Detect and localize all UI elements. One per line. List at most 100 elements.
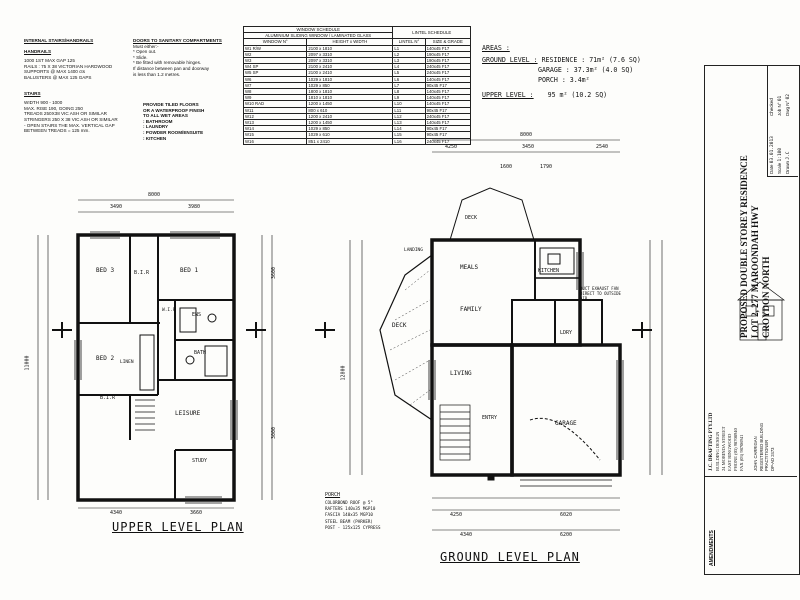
- schedule-cell: W6: [242, 75, 308, 83]
- ground-dimension: 6200: [560, 532, 573, 538]
- upper-dimension-lines: [37, 199, 273, 509]
- project-title: PROPOSED DOUBLE STOREY RESIDENCE: [739, 155, 749, 338]
- handrails-heading: HANDRAILS: [24, 48, 52, 54]
- drawn-value: J.C: [786, 151, 791, 160]
- scale-value: 1:100: [778, 147, 783, 162]
- firm-line: FAX (03) 98708941: [739, 434, 744, 471]
- ground-room-label: DECK: [392, 322, 407, 329]
- tiled-line: : KITCHEN: [143, 135, 167, 141]
- ground-dimension: 3450: [522, 144, 535, 150]
- schedule-cell: W11: [242, 106, 308, 114]
- schedule-cell: W13: [242, 119, 308, 127]
- upper-dimension: 3000: [271, 426, 278, 440]
- scale-label: Scale: [777, 162, 782, 174]
- stairs-line: - OPEN STAIRS THE MAX. VERTICAL GAP: [24, 122, 115, 128]
- upper-room-label: W.I.R: [162, 308, 176, 313]
- ground-room-label: ENTRY: [482, 415, 498, 421]
- handrails-line: BALUSTERS @ MAX 125 GAPS: [24, 74, 92, 80]
- window-schedule-subtitle: ALUMINIUM SLIDING WINDOW / LAMINATED GLA…: [242, 32, 394, 40]
- porch-note-line: COLORBOND ROOF @ 5°: [325, 500, 373, 505]
- area-upper: 95 m² (10.2 SQ): [547, 91, 608, 99]
- upper-room-label: STUDY: [192, 458, 208, 464]
- porch-note-line: STEEL BEAM (PARKER): [325, 518, 373, 524]
- doors-line: * Open out.: [133, 49, 157, 55]
- tiled-line: TO ALL WET AREAS: [143, 113, 188, 119]
- stairs-notes: INTERNAL STAIRS/HANDRAILS HANDRAILS 1000…: [24, 38, 134, 134]
- schedule-cell: W12: [242, 112, 308, 121]
- porch-note-line: FASCIA 140x35 MGP10: [325, 512, 373, 518]
- ground-room-label: KITCHEN: [538, 268, 560, 274]
- upper-dimension: 3980: [188, 204, 201, 210]
- ground-dimension: 4340: [460, 532, 473, 538]
- schedule-cell: 90x45 F17: [424, 81, 472, 90]
- doors-line: Must either:-: [133, 43, 159, 49]
- job-value: 01: [778, 95, 783, 102]
- porch-note-line: POST - 125x125 CYPRESS: [325, 524, 381, 530]
- ground-room-label: DECK: [465, 215, 478, 221]
- window-lintel-schedule: WINDOW SCHEDULE LINTEL SCHEDULE ALUMINIU…: [242, 25, 472, 145]
- handrails-line: RAILS : 75 X 38 VICTORIAN HARDWOOD: [24, 63, 113, 69]
- upper-dimension: 11000: [24, 355, 31, 371]
- upper-level-plan-title: UPPER LEVEL PLAN: [112, 520, 244, 534]
- ground-room-label: PORCH: [325, 492, 341, 498]
- stairs-line: STRINGERS 250 X 38 VIC ASH OR SIMILAR: [24, 116, 118, 122]
- doors-line: * Slide.: [133, 54, 148, 60]
- handrails-line: 1000 1ST MAX GAP 125: [24, 58, 75, 64]
- stairs-line: TREADS 250X38 VIC ASH OR SIMILAR: [24, 111, 107, 117]
- upper-dimension: 3660: [190, 510, 203, 516]
- job-label: Job N°: [777, 102, 782, 116]
- upper-room-label: ENS: [192, 312, 202, 318]
- ground-dimension: 1600: [500, 164, 513, 170]
- stairs-heading: INTERNAL STAIRS/HANDRAILS: [24, 38, 94, 43]
- schedule-cell: 240x45 F17: [424, 63, 472, 71]
- house-elevation-sketch: [737, 281, 786, 341]
- doors-notes: DOORS TO SANITARY COMPARTMENTS Must eith…: [133, 38, 241, 77]
- ground-dimension: 8000: [520, 132, 533, 138]
- tiled-line: : LAUNDRY: [143, 124, 169, 130]
- tiled-line: : BATHROOM: [143, 118, 173, 124]
- drawn-field: Drawn J.C: [785, 152, 791, 174]
- schedule-cell: 90x45 F17: [424, 106, 472, 114]
- title-block: Date 03.01.2013 Scale 1:100 Drawn J.C Ch…: [704, 65, 800, 575]
- window-schedule-title: WINDOW SCHEDULE: [242, 25, 394, 34]
- ground-dimension-lines: [349, 139, 663, 531]
- schedule-cell: 140x45 F17: [424, 119, 472, 127]
- amendments-label: AMENDMENTS: [709, 530, 715, 566]
- drawing-info-box: [767, 66, 798, 177]
- area-residence: RESIDENCE : 71m² (7.6 SQ): [541, 56, 641, 64]
- upper-dimension: 4340: [110, 510, 123, 516]
- schedule-cell: 240x45 F17: [424, 137, 472, 145]
- stairs-line: MAX. RISE 190, GOING 250: [24, 105, 83, 111]
- checked-label: Checked: [769, 98, 774, 116]
- upper-room-label: B.I.R: [100, 395, 116, 401]
- upper-room-label: BED 1: [180, 267, 199, 274]
- ground-dimension: 6020: [560, 512, 573, 518]
- ground-dimension: 2540: [596, 144, 609, 150]
- stairs-subheading: STAIRS: [24, 90, 41, 96]
- ground-dimension: 12800: [340, 365, 347, 381]
- ground-room-label: LIVING: [450, 370, 472, 377]
- schedule-cell: 140x45 F17: [424, 94, 472, 102]
- exhaust-fan-note: DUCT EXHAUST FAN DIRECT TO OUTSIDE AIR: [580, 286, 621, 301]
- registered-practitioner: JOHN CARRIGAN REGISTERED BUILDING PRACTI…: [753, 423, 775, 471]
- upper-room-label: B.I.R: [134, 270, 150, 276]
- areas-heading: AREAS :: [482, 44, 510, 52]
- ground-dimension: 4250: [445, 144, 458, 150]
- upper-level-walls: [52, 231, 266, 504]
- upper-dimension: 8000: [148, 192, 161, 198]
- schedule-header: WINDOW N°: [242, 38, 308, 46]
- schedule-cell: W7: [242, 81, 308, 90]
- schedule-cell: 240x45 F17: [424, 69, 472, 77]
- schedule-cell: 190x45 F17: [424, 50, 472, 59]
- porch-note-line: RAFTERS 140x35 MGP10: [325, 506, 376, 512]
- schedule-cell: 240x45 F17: [424, 112, 472, 121]
